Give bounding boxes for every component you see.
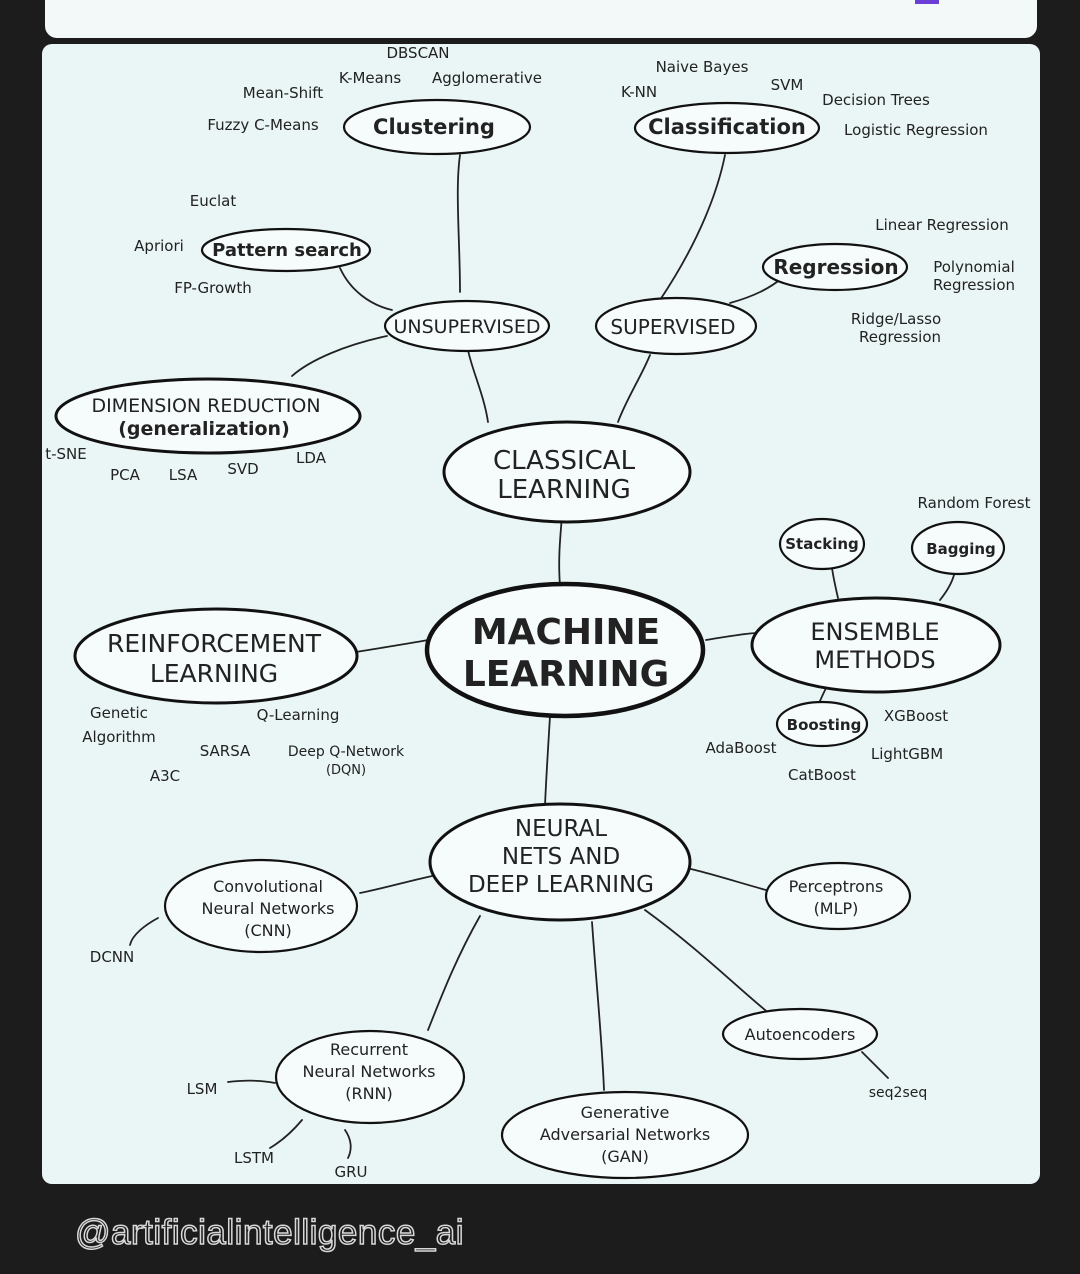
pattern-search-item: Euclat	[190, 192, 237, 210]
center-label-line1: MACHINE	[472, 612, 660, 653]
neural-nets-group: NEURAL NETS AND DEEP LEARNING Convolutio…	[90, 816, 927, 1181]
autoencoders-label: Autoencoders	[745, 1025, 856, 1044]
reinforcement-group: REINFORCEMENT LEARNING Genetic Algorithm…	[82, 629, 405, 785]
reinforcement-item: A3C	[150, 767, 180, 785]
connectors	[129, 154, 955, 1159]
dcnn-label: DCNN	[90, 948, 134, 966]
random-forest-label: Random Forest	[918, 494, 1031, 512]
stacking-label: Stacking	[785, 535, 859, 553]
dimension-reduction-item: t-SNE	[45, 445, 87, 463]
classification-group: Classification Naive Bayes K-NN SVM Deci…	[621, 58, 988, 139]
boosting-label: Boosting	[787, 716, 862, 734]
central-node: MACHINE LEARNING	[463, 612, 669, 695]
boosting-item: LightGBM	[871, 745, 943, 763]
pattern-search-group: Pattern search Euclat Apriori FP-Growth	[134, 192, 362, 297]
clustering-label: Clustering	[373, 115, 495, 139]
cnn-label-line1: Convolutional	[213, 877, 323, 896]
classical-label-line1: CLASSICAL	[493, 446, 636, 476]
watermark: @artificialintelligence_ai	[74, 1212, 464, 1253]
gan-label-line3: (GAN)	[601, 1147, 649, 1166]
classification-item: SVM	[771, 76, 804, 94]
dimension-reduction-item: LSA	[169, 466, 198, 484]
rnn-label-line3: (RNN)	[345, 1084, 393, 1103]
gan-label-line1: Generative	[581, 1103, 670, 1122]
gan-label-line2: Adversarial Networks	[540, 1125, 710, 1144]
clustering-item: Mean-Shift	[243, 84, 323, 102]
regression-item: Polynomial	[933, 258, 1015, 276]
unsupervised-label: UNSUPERVISED	[393, 316, 540, 338]
regression-label: Regression	[773, 255, 898, 279]
bagging-label: Bagging	[926, 540, 996, 558]
bubbles	[54, 98, 1006, 1180]
reinforcement-item: SARSA	[200, 742, 251, 760]
rnn-item: LSM	[187, 1080, 218, 1098]
perceptrons-label-line1: Perceptrons	[789, 877, 884, 896]
regression-item: Regression	[859, 328, 941, 346]
ensemble-label-line1: ENSEMBLE	[810, 618, 939, 646]
reinforcement-item: Q-Learning	[257, 706, 340, 724]
dimension-reduction-label-line2: (generalization)	[118, 418, 290, 440]
clustering-item: DBSCAN	[386, 44, 449, 62]
neural-label-line2: NETS AND	[502, 844, 620, 870]
pattern-search-item: FP-Growth	[174, 279, 252, 297]
dimension-reduction-group: DIMENSION REDUCTION (generalization) t-S…	[45, 395, 326, 484]
rnn-label-line1: Recurrent	[330, 1040, 408, 1059]
top-accent-mark	[915, 0, 939, 4]
dimension-reduction-item: PCA	[110, 466, 141, 484]
cnn-label-line2: Neural Networks	[201, 899, 334, 918]
dimension-reduction-label-line1: DIMENSION REDUCTION	[91, 395, 320, 417]
reinforcement-label-line1: REINFORCEMENT	[107, 629, 322, 658]
reinforcement-item: Genetic	[90, 704, 148, 722]
neural-label-line1: NEURAL	[515, 816, 607, 842]
seq2seq-label: seq2seq	[869, 1085, 928, 1101]
supervised-label: SUPERVISED	[610, 315, 735, 339]
center-label-line2: LEARNING	[463, 654, 669, 695]
reinforcement-item: Algorithm	[82, 728, 155, 746]
pattern-search-label: Pattern search	[212, 240, 362, 261]
dimension-reduction-item: SVD	[227, 460, 258, 478]
dimension-reduction-item: LDA	[296, 449, 327, 467]
boosting-item: AdaBoost	[705, 739, 776, 757]
reinforcement-item: Deep Q-Network	[288, 744, 405, 760]
classification-item: K-NN	[621, 83, 657, 101]
classification-label: Classification	[648, 115, 806, 139]
reinforcement-item: (DQN)	[326, 763, 366, 778]
perceptrons-label-line2: (MLP)	[814, 899, 859, 918]
neural-label-line3: DEEP LEARNING	[468, 872, 654, 898]
classical-label-line2: LEARNING	[497, 475, 630, 505]
reinforcement-label-line2: LEARNING	[150, 659, 278, 688]
classification-item: Naive Bayes	[656, 58, 749, 76]
clustering-item: Fuzzy C-Means	[207, 116, 318, 134]
regression-item: Linear Regression	[875, 216, 1008, 234]
cnn-label-line3: (CNN)	[244, 921, 292, 940]
regression-group: Regression Linear Regression Polynomial …	[773, 216, 1015, 346]
regression-item: Ridge/Lasso	[851, 310, 941, 328]
clustering-group: Clustering DBSCAN K-Means Agglomerative …	[207, 44, 542, 139]
rnn-item: LSTM	[234, 1149, 274, 1167]
top-card	[45, 0, 1037, 38]
ensemble-label-line2: METHODS	[814, 646, 935, 674]
classical-learning-node: CLASSICAL LEARNING	[493, 446, 636, 505]
boosting-item: XGBoost	[884, 707, 948, 725]
boosting-item: CatBoost	[788, 766, 856, 784]
rnn-label-line2: Neural Networks	[302, 1062, 435, 1081]
classification-item: Decision Trees	[822, 91, 930, 109]
rnn-item: GRU	[334, 1163, 367, 1181]
classification-item: Logistic Regression	[844, 121, 988, 139]
clustering-item: Agglomerative	[432, 69, 542, 87]
clustering-item: K-Means	[339, 69, 402, 87]
ensemble-group: ENSEMBLE METHODS Stacking Bagging Random…	[705, 494, 1030, 784]
pattern-search-item: Apriori	[134, 237, 184, 255]
regression-item: Regression	[933, 276, 1015, 294]
